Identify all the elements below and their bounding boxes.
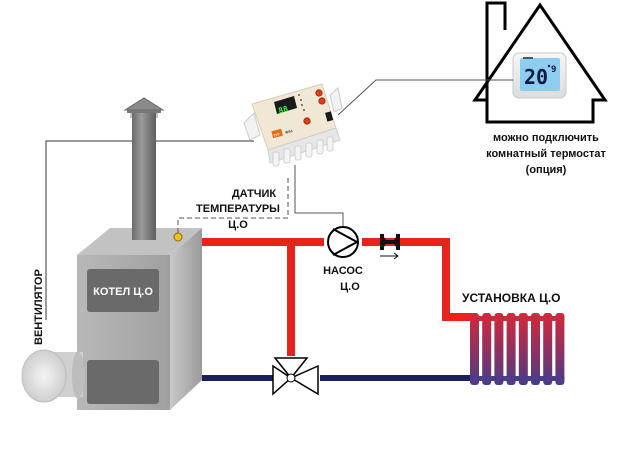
house-outline-icon bbox=[472, 1, 608, 124]
radiator-fin bbox=[506, 313, 516, 385]
radiator-fin bbox=[531, 313, 540, 385]
boiler-label: КОТЕЛ Ц.О bbox=[93, 286, 153, 298]
pump-icon[interactable] bbox=[327, 226, 360, 258]
temperature-sensor-icon bbox=[173, 232, 183, 242]
controller-brand-badge bbox=[271, 128, 283, 139]
thermostat-note-line2: комнатный термостат bbox=[486, 148, 606, 160]
sensor-label-line1: ДАТЧИК bbox=[232, 188, 277, 200]
sensor-label: ДАТЧИК ТЕМПЕРАТУРЫ Ц.О bbox=[196, 188, 280, 231]
radiator-bottom-header bbox=[470, 376, 565, 381]
controller-button-3[interactable] bbox=[303, 117, 311, 125]
boiler-ash-door bbox=[87, 360, 159, 404]
thermostat-note: можно подключить комнатный термостат (оп… bbox=[486, 132, 606, 176]
radiator-label: УСТАНОВКА Ц.О bbox=[462, 291, 561, 305]
controller-button-2[interactable] bbox=[318, 97, 326, 105]
fan-label: ВЕНТИЛЯТОР bbox=[33, 269, 45, 345]
return-pipe bbox=[202, 375, 472, 381]
controller-button-1[interactable] bbox=[315, 89, 323, 97]
thermostat-temperature: 20 bbox=[524, 65, 548, 89]
radiator-fin bbox=[470, 313, 479, 385]
check-valve-icon bbox=[380, 234, 400, 260]
pump-label-line1: НАСОС bbox=[323, 265, 363, 277]
controller-display: 88 bbox=[277, 104, 289, 115]
radiator[interactable] bbox=[470, 313, 565, 385]
boiler-label-panel bbox=[87, 269, 159, 312]
room-thermostat[interactable]: 20 9 bbox=[512, 52, 567, 99]
controller-model: WS1 bbox=[285, 129, 293, 135]
fan[interactable] bbox=[21, 349, 84, 403]
sensor-wire bbox=[177, 175, 289, 233]
three-way-valve-icon[interactable] bbox=[272, 357, 319, 396]
sensor-label-line3: Ц.О bbox=[228, 219, 248, 231]
thermostat-note-line1: можно подключить bbox=[493, 132, 599, 144]
radiator-top-header bbox=[470, 316, 565, 321]
supply-pipe bbox=[202, 238, 472, 356]
radiator-fin bbox=[494, 313, 504, 385]
controller-brand: TFT bbox=[273, 132, 281, 138]
pump-label: НАСОС Ц.О bbox=[323, 265, 363, 293]
thermostat-wire bbox=[337, 79, 513, 116]
thermostat-temperature-decimal: 9 bbox=[551, 65, 556, 75]
sensor-label-line2: ТЕМПЕРАТУРЫ bbox=[196, 203, 280, 215]
pump-label-line2: Ц.О bbox=[340, 281, 360, 293]
pump-wire bbox=[294, 165, 344, 230]
controller-power-switch[interactable] bbox=[325, 111, 334, 122]
thermostat-note-line3: (опция) bbox=[526, 164, 567, 176]
radiator-fin bbox=[482, 313, 492, 385]
chimney bbox=[123, 97, 165, 242]
radiator-fin bbox=[518, 313, 528, 385]
radiator-fin bbox=[543, 313, 553, 385]
radiator-fin bbox=[555, 313, 565, 385]
boiler[interactable]: КОТЕЛ Ц.О bbox=[77, 228, 202, 410]
controller[interactable]: 88 TFT WS1 bbox=[243, 83, 343, 167]
fan-wire bbox=[45, 140, 254, 320]
